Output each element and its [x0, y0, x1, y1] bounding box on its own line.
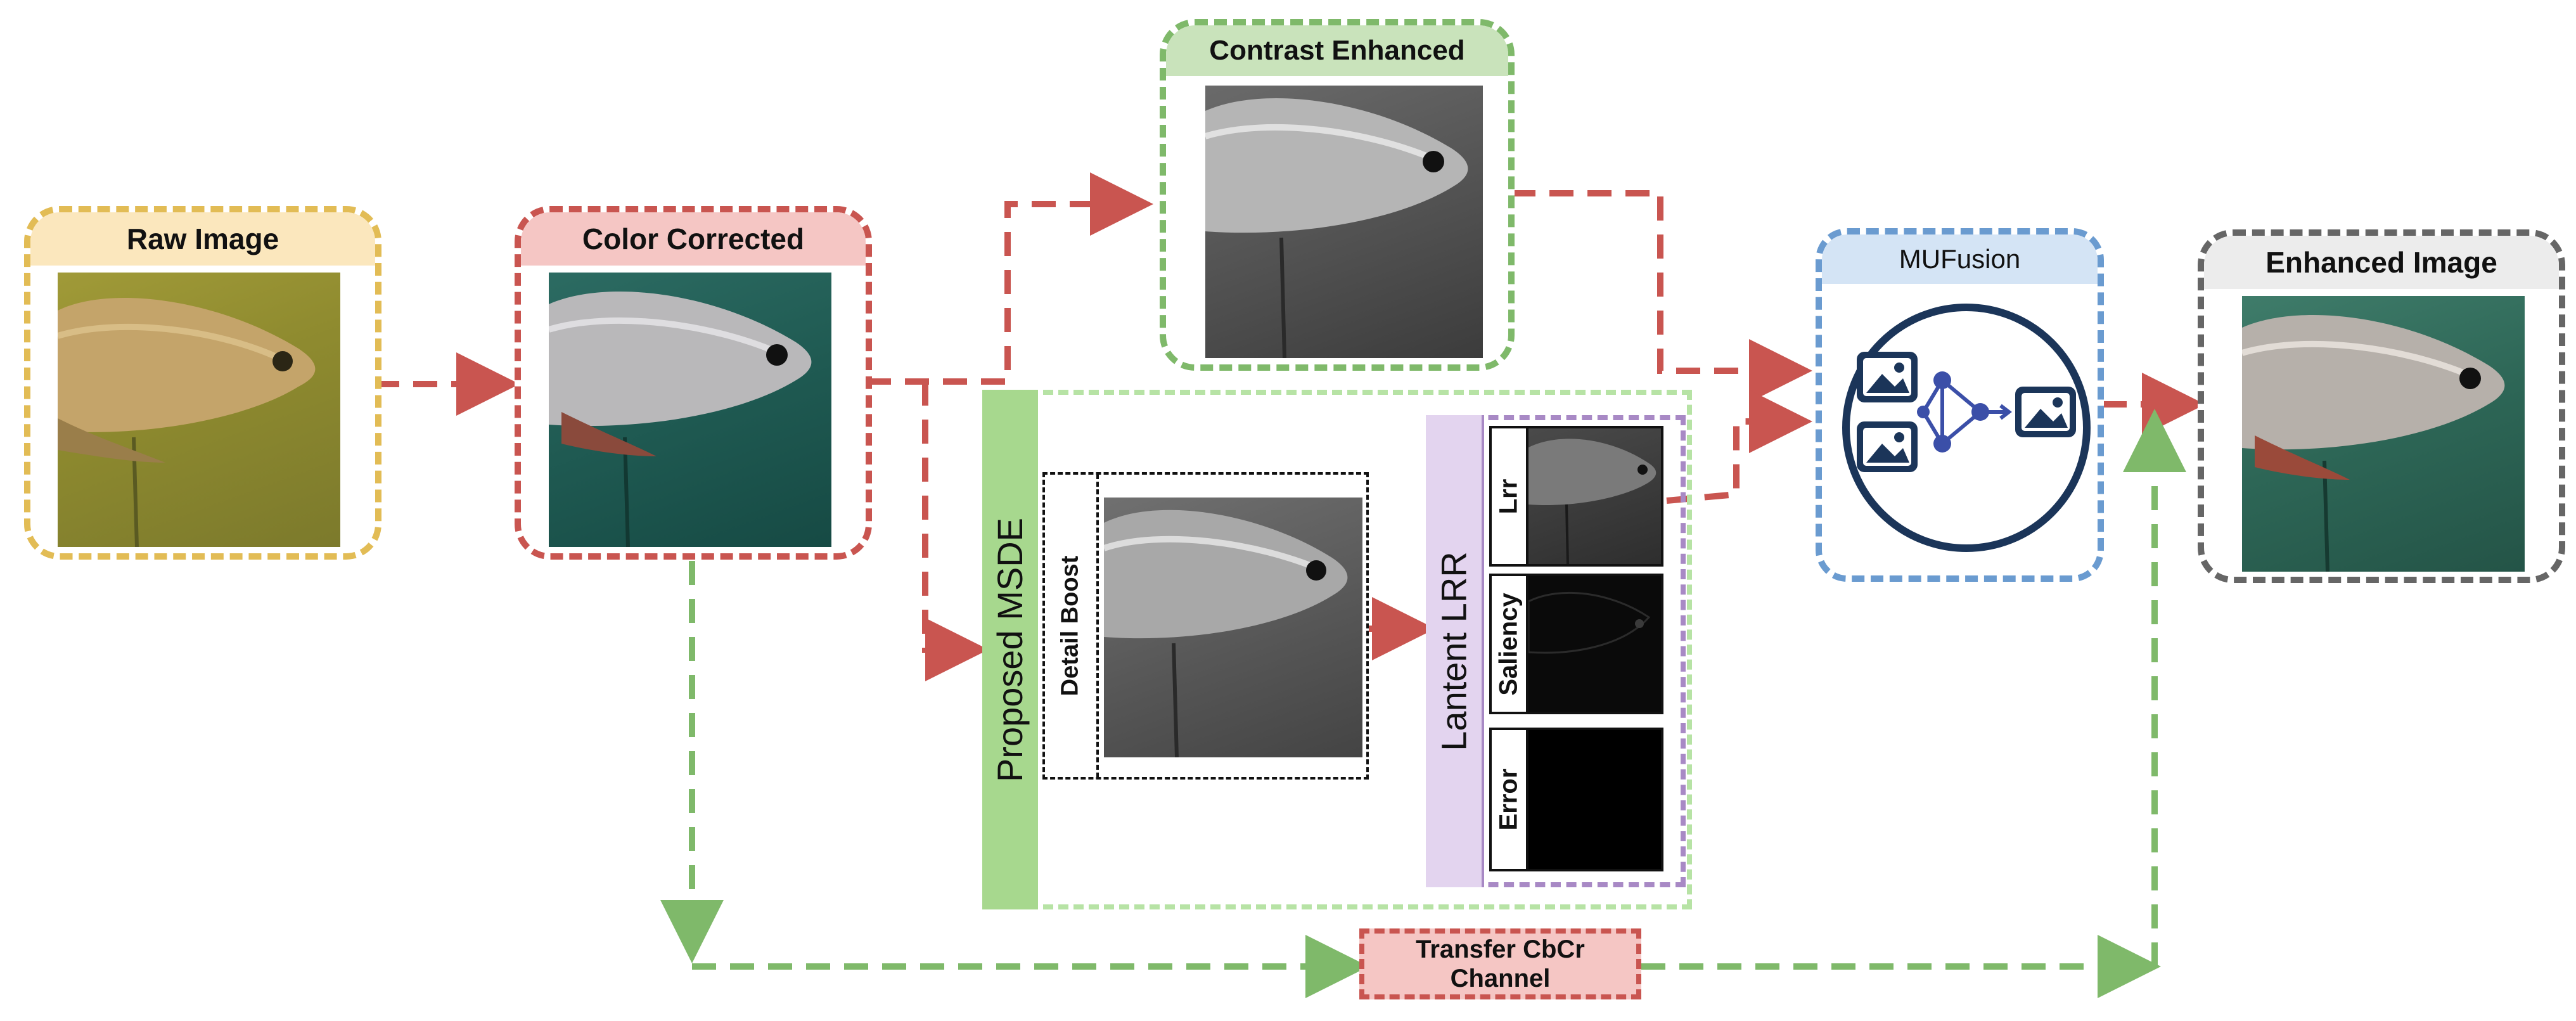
arrow-contrast-to-mufusion [1511, 190, 1812, 402]
neural-network-icon [1921, 378, 2012, 446]
saliency-image [1528, 576, 1661, 712]
detail-boost-label-cell: Detail Boost [1044, 474, 1099, 778]
msde-title-bar: Proposed MSDE [982, 390, 1038, 909]
arrow-color-to-contrast [867, 172, 1153, 385]
color-corrected-header: Color Corrected [521, 212, 866, 266]
error-label: Error [1494, 768, 1523, 831]
saliency-label-cell: Saliency [1492, 576, 1528, 712]
color-fish-photo [549, 273, 831, 547]
msde-label: Proposed MSDE [990, 517, 1030, 782]
mufusion-diagram [1842, 304, 2091, 552]
error-label-cell: Error [1492, 730, 1528, 869]
color-corrected-node: Color Corrected [515, 206, 872, 560]
lrr-image [1528, 428, 1661, 564]
transfer-line-2: Channel [1450, 965, 1551, 992]
color-corrected-label: Color Corrected [582, 222, 805, 255]
raw-image-label: Raw Image [126, 222, 279, 255]
raw-image-header: Raw Image [30, 212, 375, 266]
latent-lrr-title-bar: Lantent LRR [1426, 415, 1484, 887]
transfer-line-1: Transfer CbCr [1416, 935, 1585, 963]
contrast-fish-photo [1205, 86, 1483, 358]
detail-boost-label: Detail Boost [1056, 555, 1084, 697]
arrow-color-to-msde [922, 382, 989, 681]
enhanced-fish-photo [2242, 296, 2525, 572]
enhanced-image-label: Enhanced Image [2265, 246, 2497, 279]
transfer-cbcr-box: Transfer CbCr Channel [1359, 928, 1641, 999]
contrast-enhanced-header: Contrast Enhanced [1166, 25, 1508, 76]
detail-fish-photo [1104, 498, 1362, 757]
enhanced-image-node: Enhanced Image [2198, 229, 2565, 583]
contrast-enhanced-node: Contrast Enhanced [1160, 19, 1515, 371]
lrr-label-cell: Lrr [1492, 428, 1528, 564]
raw-image-node: Raw Image [24, 206, 381, 560]
mufusion-label: MUFusion [1899, 244, 2021, 274]
contrast-enhanced-label: Contrast Enhanced [1209, 35, 1465, 66]
saliency-label: Saliency [1494, 592, 1523, 696]
mufusion-header: MUFusion [1822, 234, 2098, 284]
lrr-label: Lrr [1494, 478, 1523, 514]
error-image [1528, 730, 1661, 869]
arrow-latent-to-mufusion [1666, 390, 1812, 504]
saliency-row [1489, 574, 1663, 714]
raw-fish-photo [58, 273, 340, 547]
lrr-row [1489, 426, 1663, 567]
enhanced-image-header: Enhanced Image [2204, 236, 2559, 289]
error-row [1489, 728, 1663, 871]
latent-lrr-label: Lantent LRR [1433, 551, 1474, 751]
mufusion-node: MUFusion [1816, 228, 2104, 582]
